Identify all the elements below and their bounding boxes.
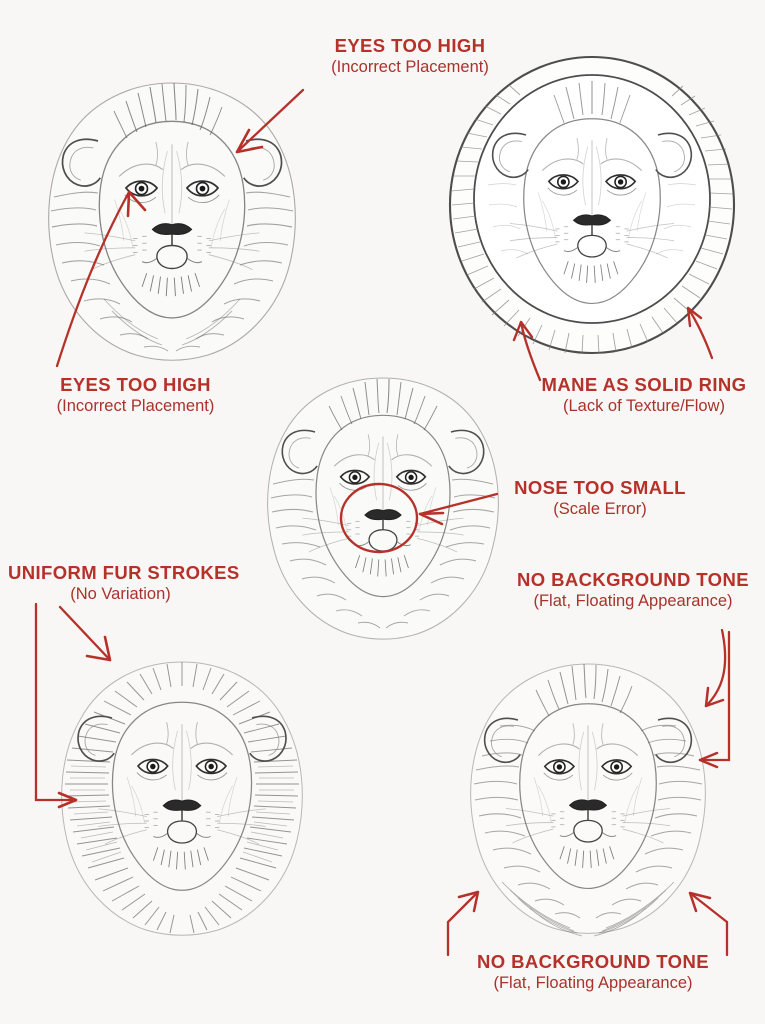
arrow-mane-ring-right <box>686 306 714 360</box>
arrow-bg-tone-lower <box>698 630 731 769</box>
lion-bottom-right <box>470 663 706 937</box>
lion-center <box>267 377 499 640</box>
arrow-uniform-fur-diagonal <box>58 605 112 662</box>
arrow-bg-tone-bottom-left <box>446 890 480 957</box>
lion-bottom-left <box>61 661 303 936</box>
lion-top-left <box>48 82 296 361</box>
nose-highlight-circle <box>339 482 419 554</box>
arrow-uniform-fur-vertical <box>34 602 78 809</box>
arrow-bg-tone-upper <box>704 628 727 708</box>
arrow-eyes-too-high-left <box>55 190 147 368</box>
arrow-bg-tone-bottom-right <box>688 891 729 957</box>
arrow-nose-too-small <box>418 492 499 526</box>
lion-top-right <box>448 55 736 355</box>
annotation-marks <box>34 88 731 957</box>
arrow-mane-ring-left <box>512 320 542 382</box>
arrow-eyes-too-high-top <box>235 88 305 154</box>
